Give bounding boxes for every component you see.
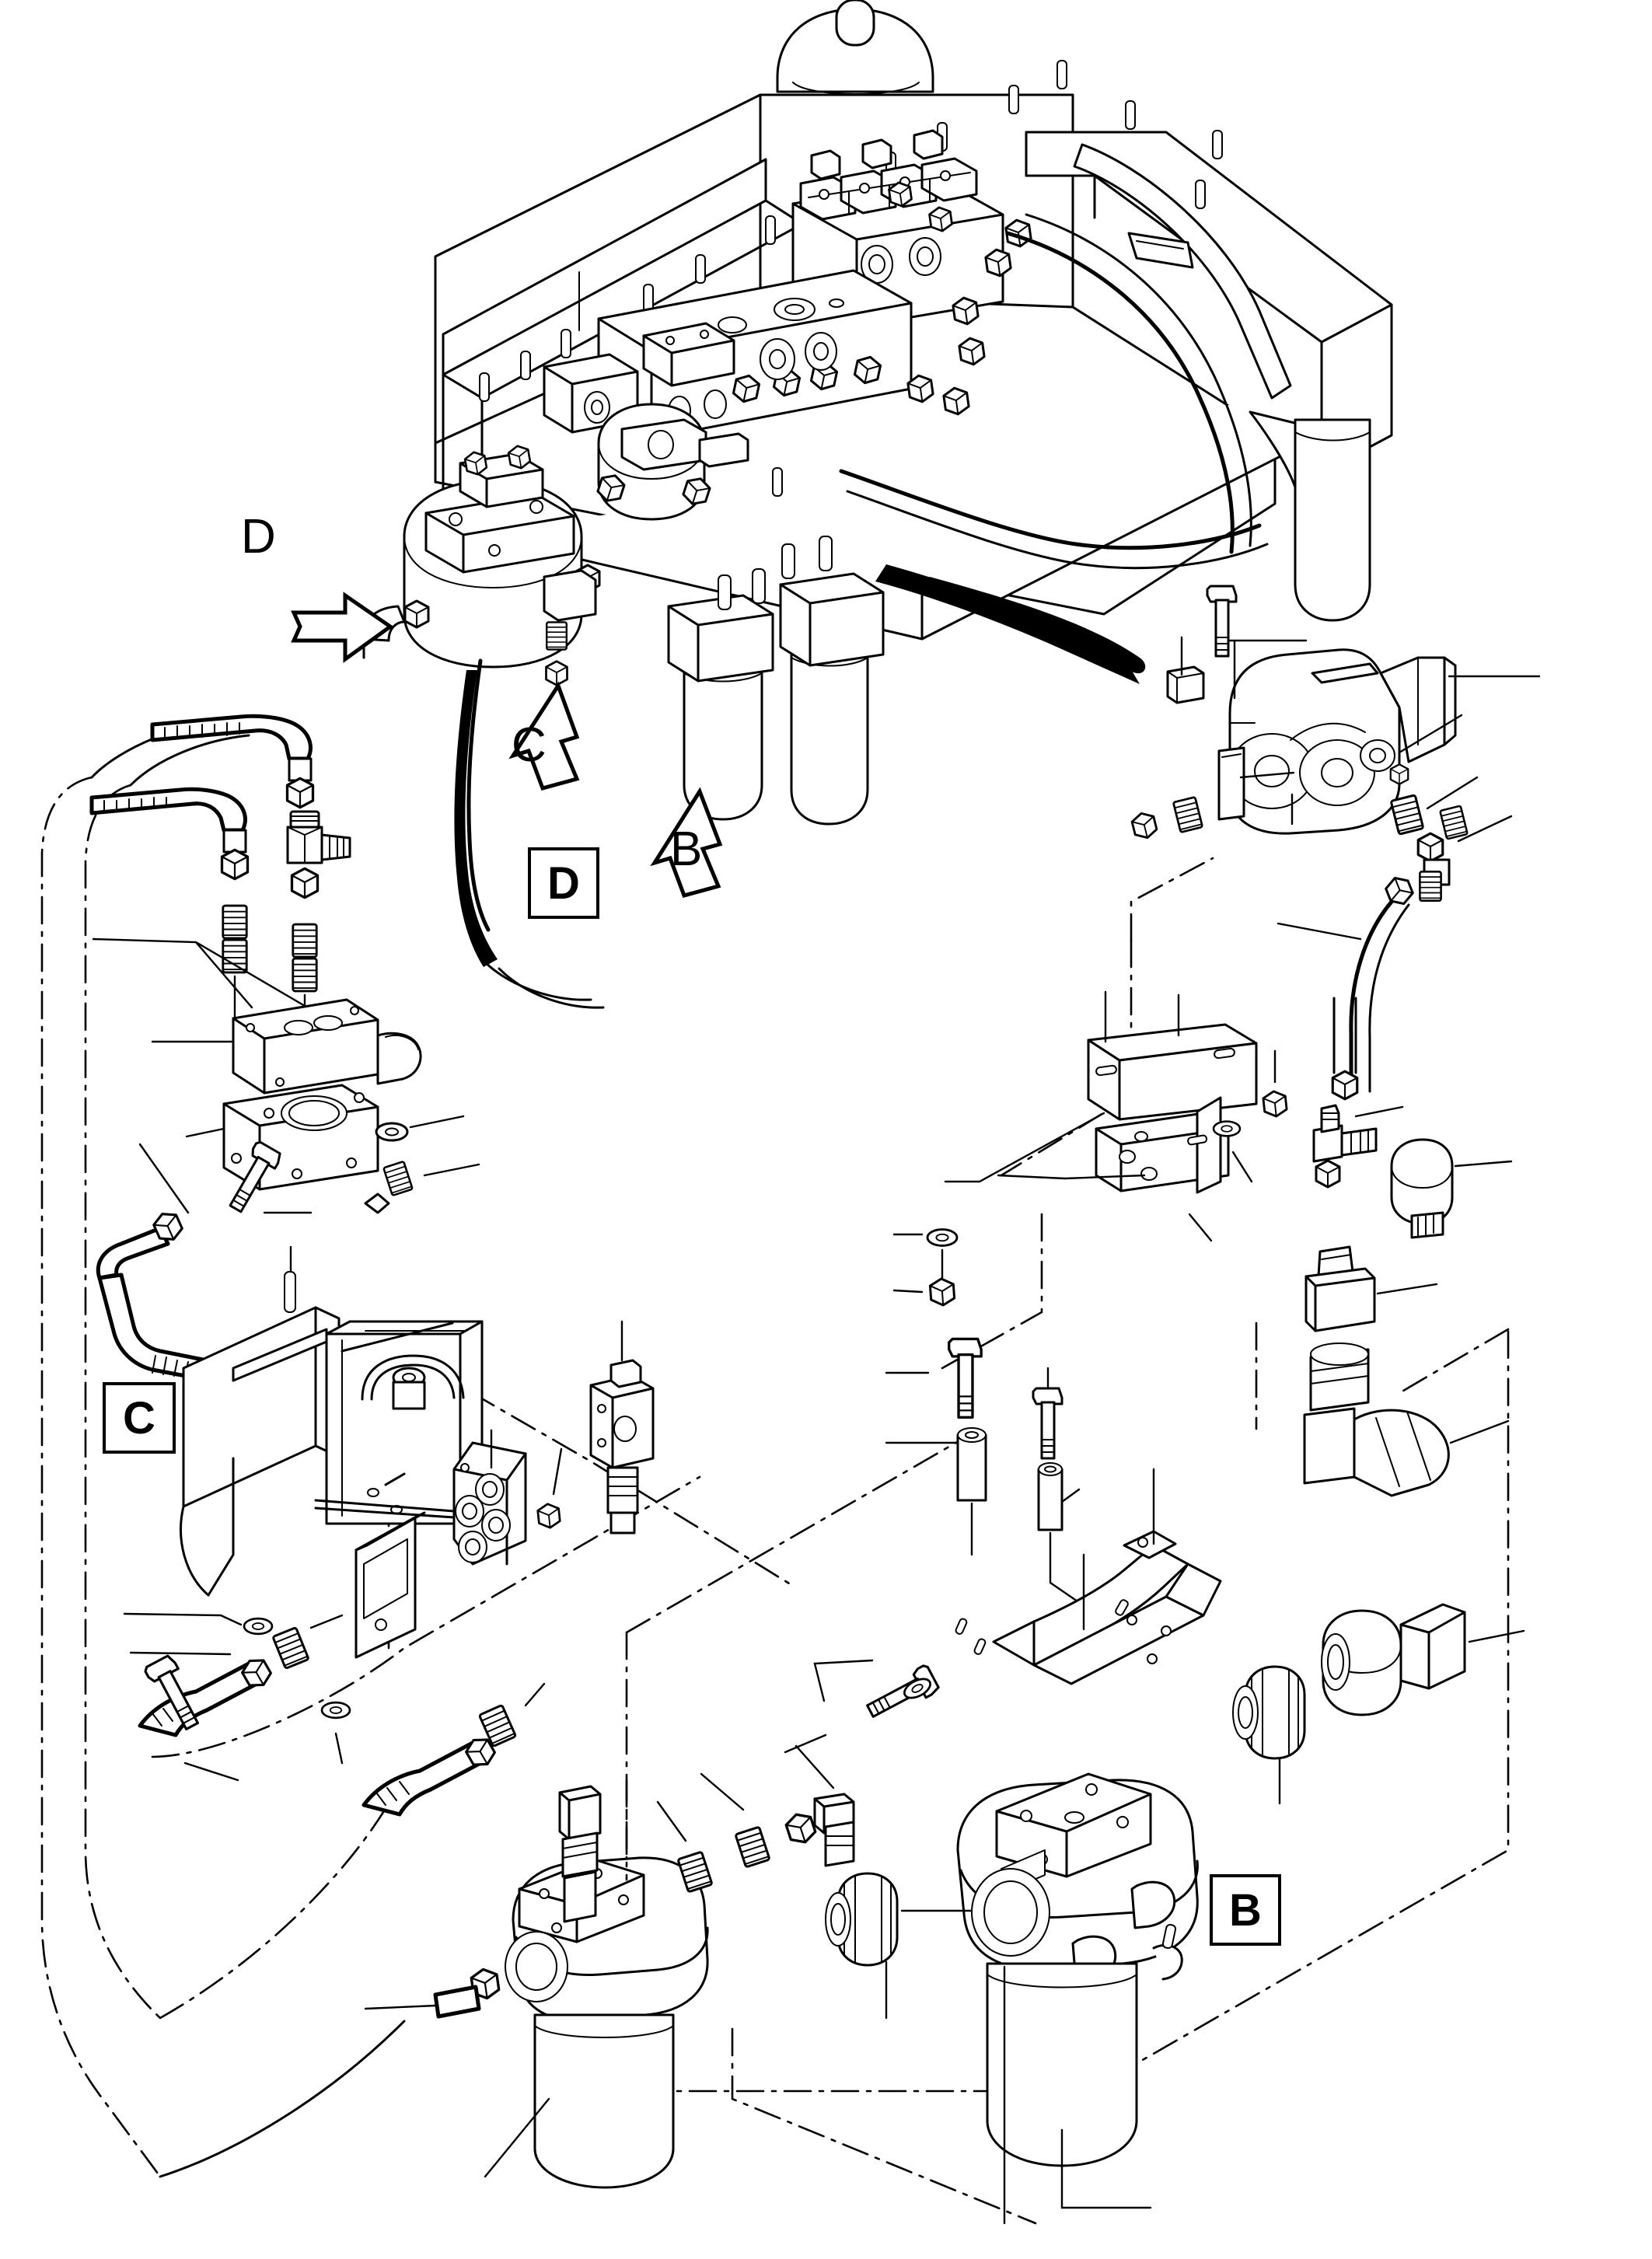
lower-valve-block: [222, 1084, 379, 1191]
upper-valve-block: [232, 998, 422, 1095]
filter-plug-left: [825, 1872, 899, 1967]
arrow-c: [508, 681, 580, 791]
main-frame-assembly: [362, 0, 1393, 1009]
frame-bolt-slots: [479, 60, 1223, 497]
elbow-top-fitting: [813, 1793, 855, 1867]
left-manifold-detail: [89, 714, 480, 1381]
four-port-valve-block: [452, 1441, 527, 1566]
arrow-b: [650, 787, 723, 899]
main-manifold-block: [597, 269, 913, 440]
suction-filter-assembly: [364, 1744, 855, 2189]
union-nut: [1304, 1245, 1376, 1332]
tee-fitting-right: [1312, 1104, 1378, 1189]
manifold-fittings: [731, 180, 1033, 417]
detail-c-assembly: [123, 1306, 655, 1817]
left-fitting-stack: [543, 569, 597, 686]
section-letter-d: D: [241, 510, 276, 564]
mounting-bracket-assembly: [885, 990, 1513, 1603]
filter-plug-right: [1232, 1665, 1306, 1760]
callout-box-c: C: [103, 1382, 176, 1454]
arrow-d: [291, 592, 394, 663]
callout-box-b: B: [1210, 1874, 1281, 1946]
gear-pump-assembly: [1129, 585, 1541, 1094]
reservoir-cap: [776, 0, 934, 95]
return-filter-assembly: [825, 1603, 1525, 2225]
relief-valve: [589, 1359, 655, 1535]
section-letter-b: B: [670, 822, 703, 876]
section-letter-c: C: [512, 718, 547, 772]
frame-filter-left: [362, 443, 601, 669]
gusset-bracket: [784, 1468, 1222, 1754]
elbow-fitting-right: [1321, 1603, 1466, 1716]
center-filter-bodies: [667, 536, 885, 826]
callout-box-d: D: [528, 847, 599, 919]
lower-tee-union: [1303, 1342, 1450, 1497]
swivel-nut-right: [1390, 1138, 1454, 1239]
frame-mounted-gear-pump: [594, 403, 749, 521]
